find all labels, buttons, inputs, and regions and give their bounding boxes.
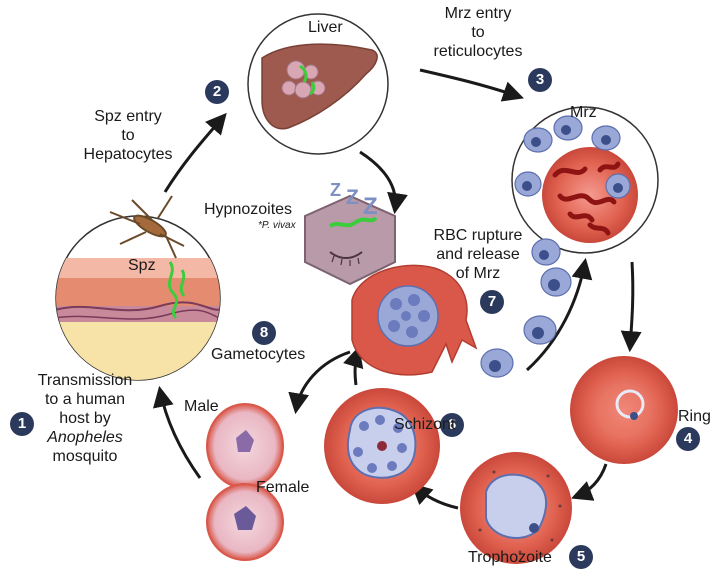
step-8-label: Gametocytes <box>211 346 306 363</box>
step-5-label: Trophozoite <box>468 549 552 566</box>
arrow-liver-to-hypnozoite <box>359 150 408 215</box>
arrow-rupture-to-reticulocyte <box>525 257 593 372</box>
male-gametocyte <box>206 403 284 489</box>
step-badge-5: 5 <box>569 545 593 569</box>
step-3-label: Mrz entry to reticulocytes <box>433 5 523 60</box>
svg-text:Z: Z <box>330 180 341 200</box>
step-badge-6: 6 <box>440 413 464 437</box>
arrow-to-gametocytes <box>288 350 351 415</box>
merozoite-label: Mrz <box>570 104 597 121</box>
step-4-label: Ring <box>678 408 711 425</box>
rupturing-rbc <box>351 264 478 376</box>
svg-text:Z: Z <box>346 186 359 209</box>
arrow-schizont-to-rupture <box>343 345 364 386</box>
step-7-label: RBC rupture and release of Mrz <box>433 227 523 282</box>
schizont-rbc <box>324 388 440 504</box>
mosquito-icon <box>109 195 185 259</box>
step-6-label: Schizont <box>394 416 456 433</box>
ring-stage-rbc <box>570 356 678 464</box>
step-badge-1: 1 <box>10 412 34 436</box>
arrow-liver-to-reticulocyte <box>419 68 524 102</box>
arrow-ring-to-trophozoite <box>571 463 608 501</box>
male-label: Male <box>184 398 219 415</box>
step-badge-3: 3 <box>528 68 552 92</box>
sporozoite-label: Spz <box>128 257 156 274</box>
arrow-gametocytes-to-mosquito <box>153 385 202 479</box>
step-badge-2: 2 <box>205 80 229 104</box>
skin-panel <box>55 195 221 381</box>
reticulum-strands <box>552 161 621 236</box>
step-badge-4: 4 <box>676 427 700 451</box>
step-badge-7: 7 <box>480 290 504 314</box>
sleep-z-icon: Z Z Z <box>330 180 378 220</box>
hypnozoite-cell: Z Z Z <box>304 180 396 286</box>
female-gametocyte <box>206 483 284 561</box>
arrow-skin-to-liver <box>163 112 227 193</box>
step-badge-8: 8 <box>252 321 276 345</box>
svg-text:Z: Z <box>363 193 378 220</box>
hypnozoites-label: Hypnozoites <box>204 201 293 218</box>
trophozoite-rbc <box>460 452 572 564</box>
hypnozoites-note: *P. vivax <box>258 220 296 231</box>
female-label: Female <box>256 479 310 496</box>
cycle-arrows <box>153 68 642 510</box>
liver-panel <box>247 13 389 155</box>
reticulocyte-panel <box>511 106 659 254</box>
step-2-label: Spz entry to Hepatocytes <box>83 108 173 163</box>
liver-label: Liver <box>308 19 343 36</box>
step-1-label: Transmission to a human host by Anophele… <box>37 372 133 465</box>
arrow-reticulocyte-to-ring <box>620 261 642 353</box>
arrow-trophozoite-to-schizont <box>410 483 459 510</box>
